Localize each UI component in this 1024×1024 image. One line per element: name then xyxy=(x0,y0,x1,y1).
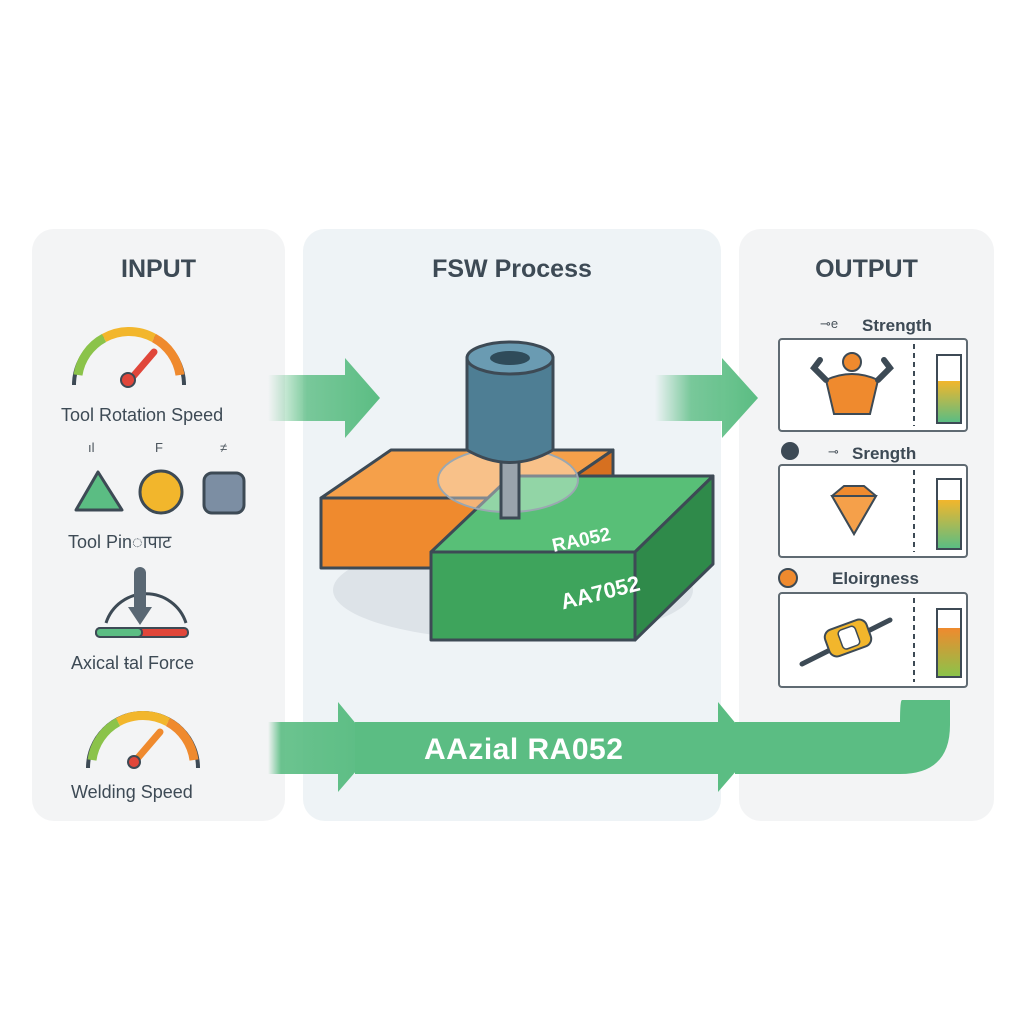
shape-tick-1: ıl xyxy=(88,440,95,455)
level-bar-strength xyxy=(936,354,962,424)
label-tool-rotation-speed: Tool Rotation Speed xyxy=(61,405,224,425)
output-label-srength: Srength xyxy=(852,444,917,463)
square-pin-icon xyxy=(202,471,246,515)
output-label-strength: Strength xyxy=(862,316,932,335)
shape-tick-2: F xyxy=(155,440,163,455)
level-bar-srength xyxy=(936,478,962,550)
bottom-flow-band xyxy=(268,700,950,792)
output-card-strength xyxy=(778,338,968,432)
output-dot-1 xyxy=(781,442,799,460)
output-title: OUTPUT xyxy=(815,255,918,283)
triangle-pin-icon xyxy=(74,470,124,512)
circle-pin-icon xyxy=(138,469,184,515)
process-title: FSW Process xyxy=(432,255,592,283)
level-bar-eloirgness xyxy=(936,608,962,678)
arrow-input-to-process xyxy=(268,358,380,438)
label-tool-pin: Tool Pinापाट xyxy=(68,532,172,552)
diamond-icon xyxy=(830,470,915,552)
strong-man-icon xyxy=(810,344,915,426)
output-prefix-2: ⊸ xyxy=(828,444,839,459)
fsw-illustration xyxy=(319,340,715,642)
output-card-eloirgness xyxy=(778,592,968,688)
output-label-eloirgness: Eloirgness xyxy=(832,569,919,588)
output-dot-2 xyxy=(778,568,798,588)
stretch-specimen-icon xyxy=(799,598,915,682)
output-card-srength xyxy=(778,464,968,558)
input-title: INPUT xyxy=(121,255,196,283)
label-axial-force: Axical ŧal Force xyxy=(71,653,195,673)
label-welding-speed: Welding Speed xyxy=(71,782,193,802)
arrow-process-to-output xyxy=(655,358,758,438)
axial-force-icon xyxy=(95,567,189,638)
rotation-gauge-icon xyxy=(72,327,186,388)
band-label: AAzial RA052 xyxy=(424,733,624,766)
output-prefix-1: ⊸e xyxy=(820,316,839,331)
shape-tick-3: ≠ xyxy=(220,440,228,455)
welding-speed-gauge-icon xyxy=(86,711,200,769)
